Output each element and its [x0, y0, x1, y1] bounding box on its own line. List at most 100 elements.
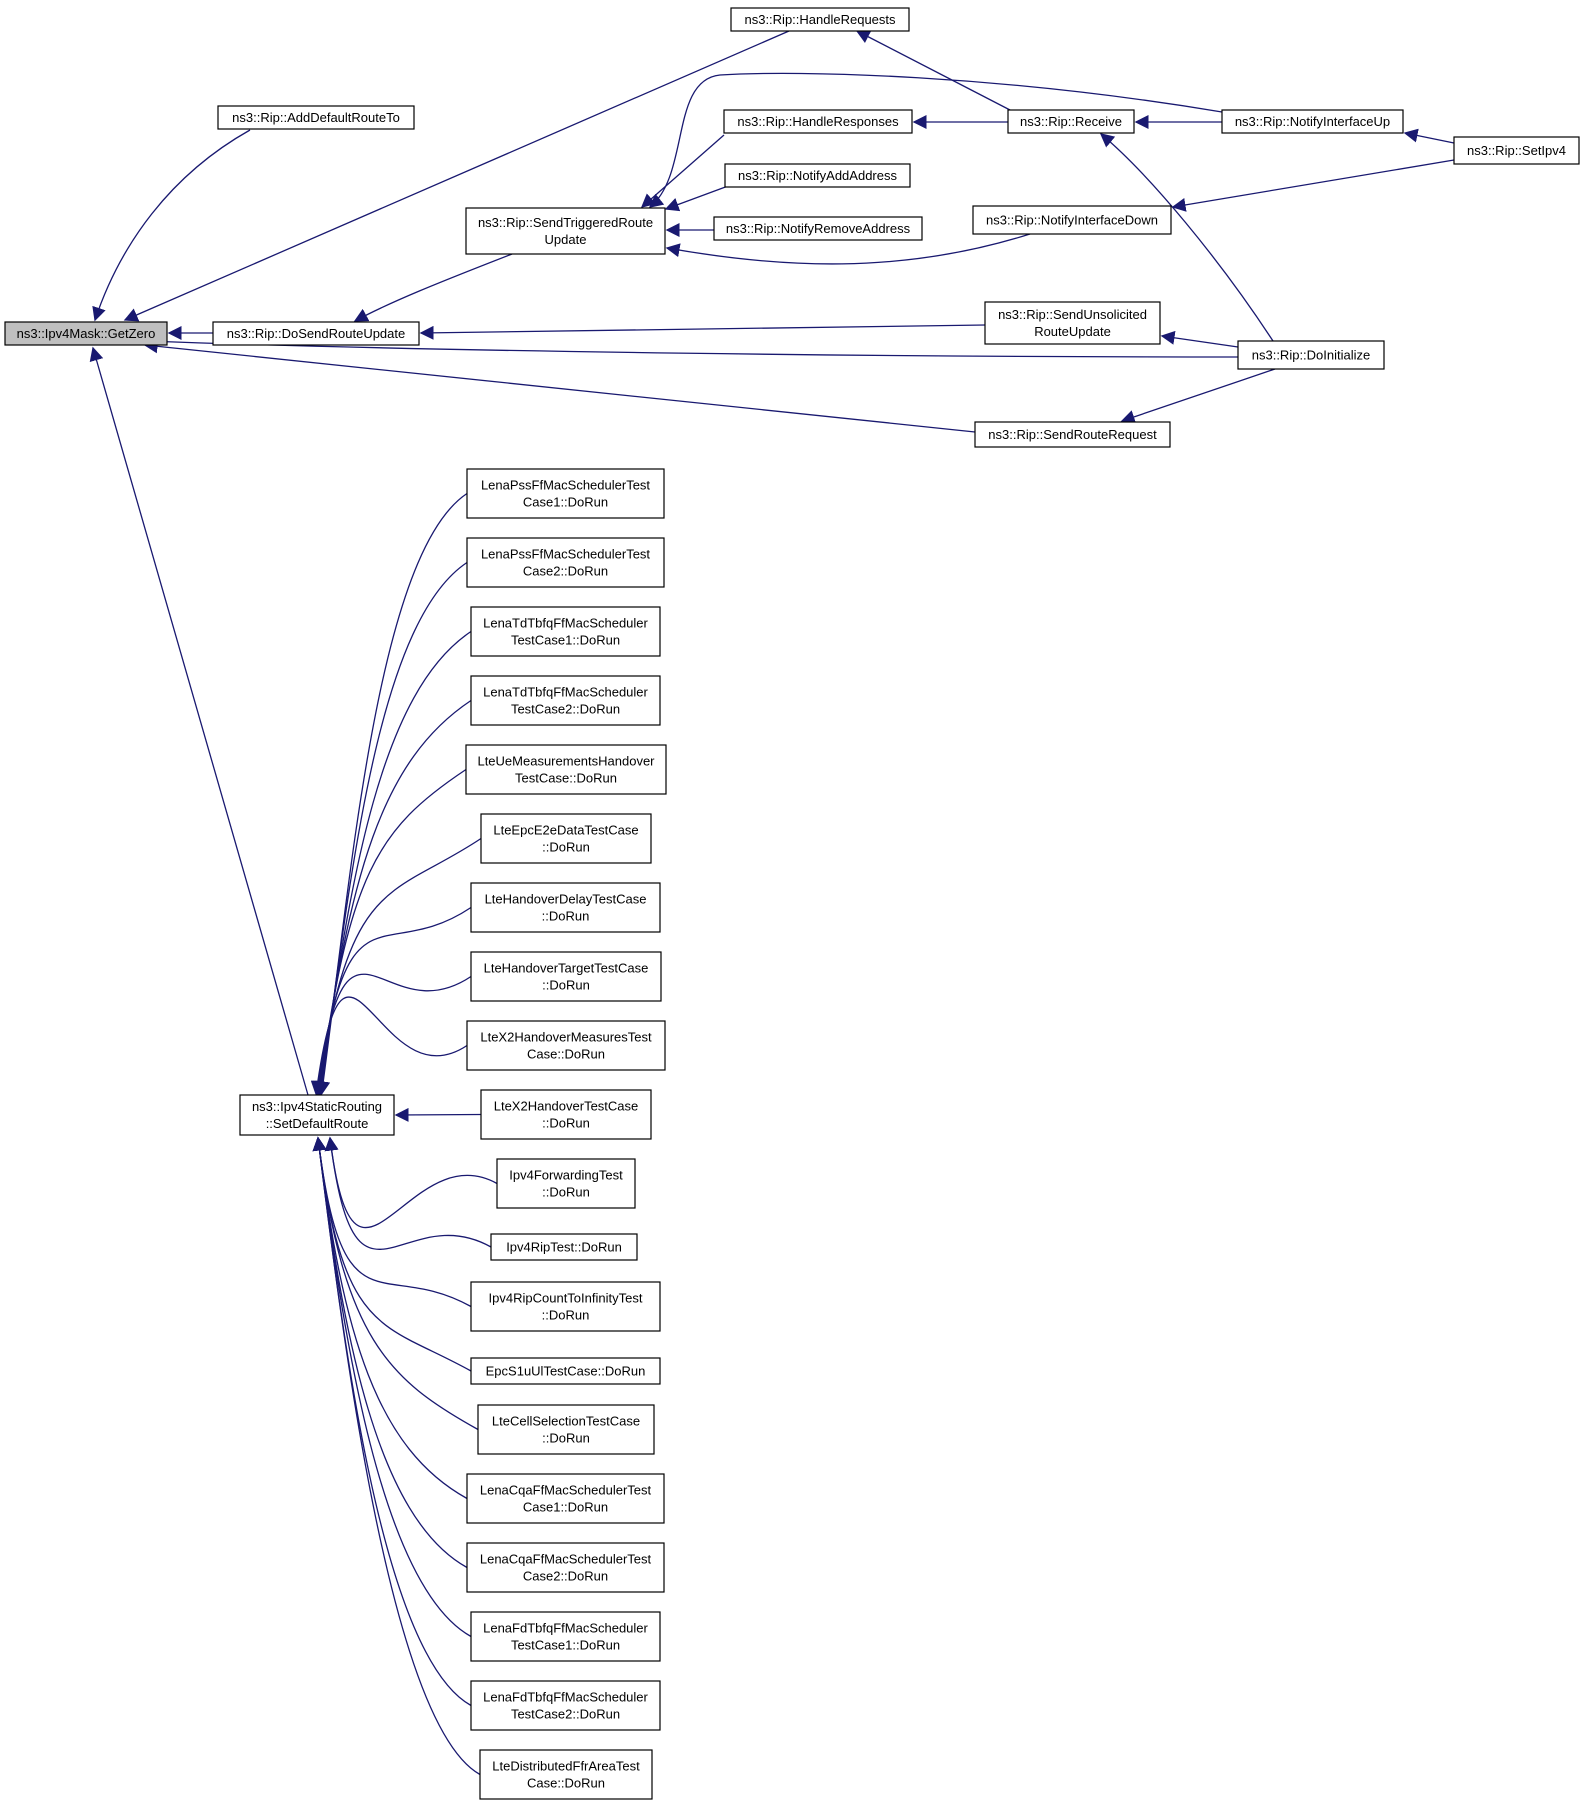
node-label: RouteUpdate	[1034, 324, 1111, 339]
edge-doinitialize-to-receive	[1099, 133, 1274, 342]
node-dosendroute[interactable]: ns3::Rip::DoSendRouteUpdate	[212, 321, 420, 346]
node-doinitialize[interactable]: ns3::Rip::DoInitialize	[1237, 340, 1385, 370]
node-label: LteCellSelectionTestCase	[492, 1414, 640, 1429]
node-setdefault[interactable]: ns3::Ipv4StaticRouting::SetDefaultRoute	[239, 1094, 395, 1136]
edge-t1-to-setdefault	[316, 492, 468, 1096]
edge-t2-to-setdefault	[315, 561, 468, 1096]
node-label: TestCase2::DoRun	[511, 1707, 620, 1722]
node-box	[466, 468, 665, 519]
node-box	[470, 1281, 661, 1332]
node-label: LenaCqaFfMacSchedulerTest	[480, 1483, 652, 1498]
node-label: Case1::DoRun	[523, 495, 608, 510]
node-t14[interactable]: EpcS1uUlTestCase::DoRun	[470, 1357, 661, 1385]
node-notifyifdown[interactable]: ns3::Rip::NotifyInterfaceDown	[972, 205, 1172, 235]
node-box	[713, 216, 923, 241]
node-label: LteX2HandoverTestCase	[494, 1099, 639, 1114]
node-label: Case2::DoRun	[523, 1569, 608, 1584]
node-box	[730, 7, 910, 32]
edge-t11-to-setdefault	[324, 1136, 498, 1229]
node-box	[974, 421, 1171, 448]
node-label: LenaPssFfMacSchedulerTest	[481, 547, 650, 562]
node-label: Case::DoRun	[527, 1776, 605, 1791]
edge-t20-to-setdefault	[312, 1136, 481, 1776]
edge-handlerequests-to-getzero	[123, 30, 790, 322]
node-label: ::DoRun	[542, 840, 590, 855]
node-box	[972, 205, 1172, 235]
node-t10[interactable]: LteX2HandoverTestCase::DoRun	[480, 1089, 652, 1140]
node-handlerequests[interactable]: ns3::Rip::HandleRequests	[730, 7, 910, 32]
node-label: ns3::Rip::NotifyInterfaceDown	[986, 213, 1158, 228]
node-box	[984, 301, 1161, 345]
node-notifyadd[interactable]: ns3::Rip::NotifyAddAddress	[724, 163, 911, 188]
edge-t17-to-setdefault	[312, 1136, 468, 1569]
edge-adddefault-to-getzero	[92, 129, 251, 322]
node-box	[465, 207, 666, 255]
node-label: ns3::Rip::NotifyRemoveAddress	[726, 221, 911, 236]
edge-t3-to-setdefault	[314, 630, 472, 1096]
node-getzero[interactable]: ns3::Ipv4Mask::GetZero	[4, 321, 168, 346]
node-label: LenaFdTbfqFfMacScheduler	[483, 1690, 648, 1705]
node-handleresponses[interactable]: ns3::Rip::HandleResponses	[723, 109, 913, 134]
node-box	[470, 606, 661, 657]
node-receive[interactable]: ns3::Rip::Receive	[1007, 109, 1135, 134]
node-t11[interactable]: Ipv4ForwardingTest::DoRun	[496, 1158, 636, 1209]
node-box	[466, 1020, 666, 1071]
edge-setipv4-to-notifyifdown	[1171, 159, 1455, 212]
node-label: ns3::Rip::DoInitialize	[1252, 348, 1371, 363]
node-label: Update	[545, 232, 587, 247]
edge-setdefault-to-getzero	[89, 346, 309, 1096]
node-box	[496, 1158, 636, 1209]
node-label: TestCase1::DoRun	[511, 1638, 620, 1653]
node-box	[477, 1404, 655, 1455]
node-box	[723, 109, 913, 134]
edge-notifyifdown-to-sendtriggered	[665, 233, 1031, 265]
node-label: LteHandoverDelayTestCase	[485, 892, 647, 907]
node-label: LenaFdTbfqFfMacScheduler	[483, 1621, 648, 1636]
edge-t9-to-setdefault	[310, 996, 468, 1096]
node-t6[interactable]: LteEpcE2eDataTestCase::DoRun	[480, 813, 652, 864]
node-label: ns3::Rip::AddDefaultRouteTo	[232, 110, 400, 125]
node-box	[470, 1357, 661, 1385]
edge-t13-to-setdefault	[312, 1136, 472, 1308]
node-sendrouterequest[interactable]: ns3::Rip::SendRouteRequest	[974, 421, 1171, 448]
node-notifyremove[interactable]: ns3::Rip::NotifyRemoveAddress	[713, 216, 923, 241]
node-box	[4, 321, 168, 346]
node-adddefault[interactable]: ns3::Rip::AddDefaultRouteTo	[217, 105, 415, 130]
node-t12[interactable]: Ipv4RipTest::DoRun	[490, 1233, 638, 1261]
node-label: ::SetDefaultRoute	[266, 1116, 369, 1131]
node-label: LenaTdTbfqFfMacScheduler	[483, 685, 648, 700]
node-t8[interactable]: LteHandoverTargetTestCase::DoRun	[470, 951, 662, 1002]
edge-receive-to-handlerequests	[855, 30, 1011, 111]
edge-t12-to-setdefault	[324, 1136, 492, 1250]
node-label: LteUeMeasurementsHandover	[477, 754, 655, 769]
node-setipv4[interactable]: ns3::Rip::SetIpv4	[1453, 136, 1580, 165]
node-label: TestCase2::DoRun	[511, 702, 620, 717]
node-box	[466, 537, 665, 588]
node-box	[466, 1473, 665, 1524]
node-label: ::DoRun	[542, 978, 590, 993]
node-label: Case::DoRun	[527, 1047, 605, 1062]
node-label: LenaTdTbfqFfMacScheduler	[483, 616, 648, 631]
node-label: TestCase::DoRun	[515, 771, 617, 786]
edge-setipv4-to-notifyifup	[1403, 128, 1455, 144]
node-label: ns3::Rip::Receive	[1020, 114, 1122, 129]
edge-t4-to-setdefault	[314, 699, 472, 1096]
node-t13[interactable]: Ipv4RipCountToInfinityTest::DoRun	[470, 1281, 661, 1332]
node-t7[interactable]: LteHandoverDelayTestCase::DoRun	[470, 882, 661, 933]
node-notifyifup[interactable]: ns3::Rip::NotifyInterfaceUp	[1221, 109, 1404, 134]
node-t15[interactable]: LteCellSelectionTestCase::DoRun	[477, 1404, 655, 1455]
